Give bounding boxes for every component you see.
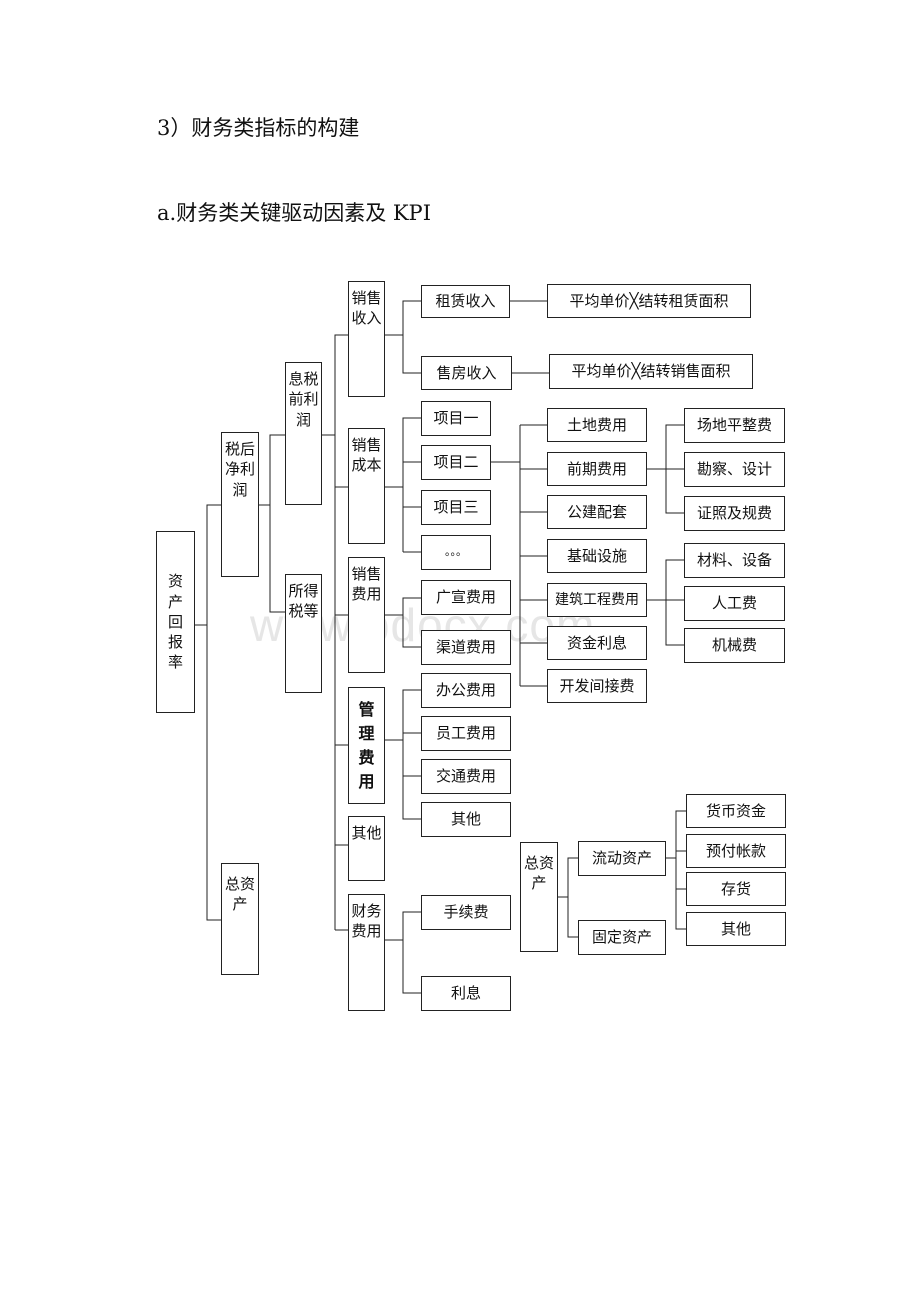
node-materials-equipment: 材料、设备 — [684, 543, 785, 578]
node-survey-design: 勘察、设计 — [684, 452, 785, 487]
node-infrastructure: 基础设施 — [547, 539, 647, 573]
node-project-1: 项目一 — [421, 401, 491, 436]
node-capital-interest: 资金利息 — [547, 626, 647, 660]
node-total-assets-l2: 总资 产 — [520, 842, 558, 952]
node-income-tax: 所得 税等 — [285, 574, 322, 693]
node-housing-formula: 平均单价╳结转销售面积 — [549, 354, 753, 389]
node-construction-cost: 建筑工程费用 — [547, 583, 647, 617]
node-root: 资 产 回 报 率 — [156, 531, 195, 713]
node-rental-income: 租赁收入 — [421, 285, 510, 318]
node-admin-other: 其他 — [421, 802, 511, 837]
node-handling-fee: 手续费 — [421, 895, 511, 930]
node-staff: 员工费用 — [421, 716, 511, 751]
section-heading: 3）财务类指标的构建 — [157, 116, 360, 140]
node-preliminary-cost: 前期费用 — [547, 452, 647, 486]
node-other-l3: 其他 — [348, 816, 385, 881]
node-interest: 利息 — [421, 976, 511, 1011]
node-machinery: 机械费 — [684, 628, 785, 663]
node-admin-expense: 管 理 费 用 — [348, 687, 385, 804]
node-indirect-cost: 开发间接费 — [547, 669, 647, 703]
node-channel: 渠道费用 — [421, 630, 511, 665]
node-labor: 人工费 — [684, 586, 785, 621]
subsection-heading: a.财务类关键驱动因素及 KPI — [157, 201, 431, 225]
node-housing-income: 售房收入 — [421, 356, 512, 390]
node-net-profit: 税后 净利 润 — [221, 432, 259, 577]
node-rental-formula: 平均单价╳结转租赁面积 — [547, 284, 751, 318]
node-sales-cost: 销售 成本 — [348, 428, 385, 544]
node-land-cost: 土地费用 — [547, 408, 647, 442]
node-transport: 交通费用 — [421, 759, 511, 794]
node-cash: 货币资金 — [686, 794, 786, 828]
node-total-assets-l1: 总资 产 — [221, 863, 259, 975]
node-fixed-assets: 固定资产 — [578, 920, 666, 955]
node-inventory: 存货 — [686, 872, 786, 906]
node-public-facilities: 公建配套 — [547, 495, 647, 529]
node-finance-expense: 财务 费用 — [348, 894, 385, 1011]
node-assets-other: 其他 — [686, 912, 786, 946]
node-current-assets: 流动资产 — [578, 841, 666, 876]
node-prepayments: 预付帐款 — [686, 834, 786, 868]
node-site-leveling: 场地平整费 — [684, 408, 785, 443]
node-project-more: 。。。 — [421, 535, 491, 570]
node-project-2: 项目二 — [421, 445, 491, 480]
node-advertising: 广宣费用 — [421, 580, 511, 615]
node-ebit: 息税 前利 润 — [285, 362, 322, 505]
node-selling-expense: 销售 费用 — [348, 557, 385, 673]
node-permits-fees: 证照及规费 — [684, 496, 785, 531]
node-office: 办公费用 — [421, 673, 511, 708]
node-project-3: 项目三 — [421, 490, 491, 525]
node-sales-revenue: 销售 收入 — [348, 281, 385, 397]
